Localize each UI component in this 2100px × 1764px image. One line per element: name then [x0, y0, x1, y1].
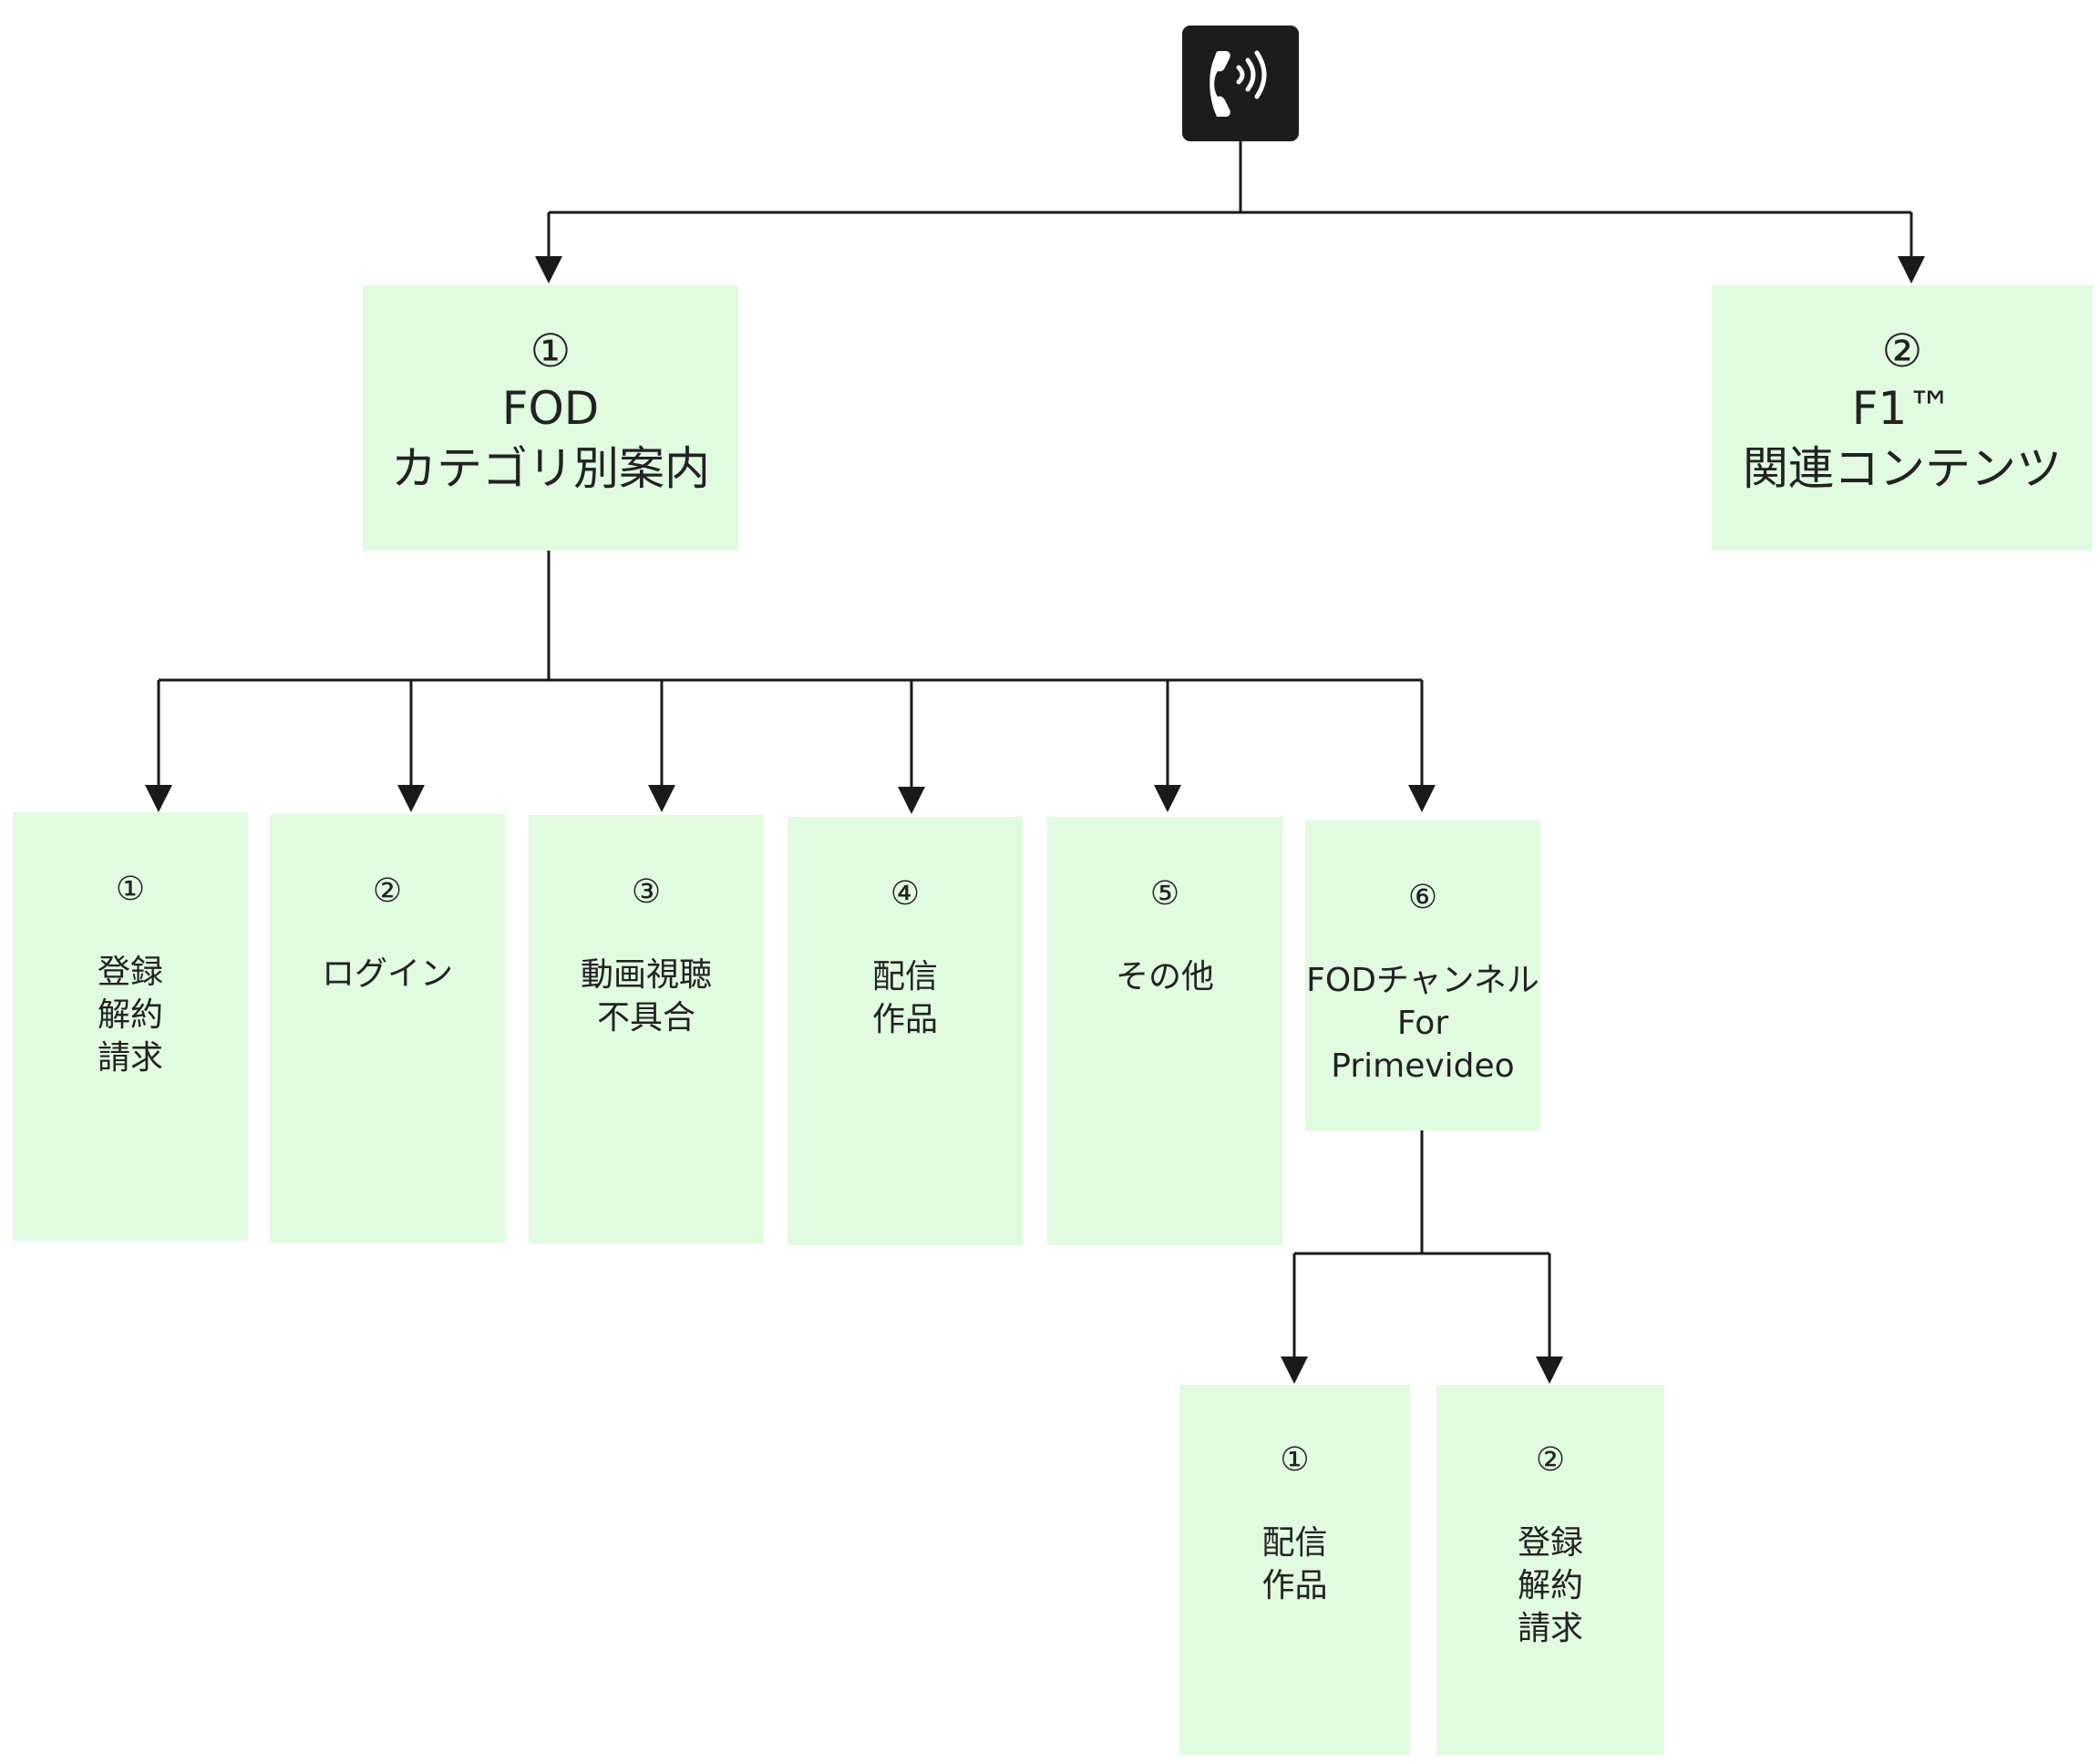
node-number: ① — [530, 325, 571, 377]
node-label: 配信 作品 — [1261, 1524, 1328, 1604]
f1-related-content-box[interactable]: ② F1™ 関連コンテンツ — [1712, 285, 2093, 551]
category-login[interactable]: ② ログイン — [270, 814, 505, 1243]
node-number: ① — [115, 871, 146, 908]
node-number: ② — [1881, 325, 1923, 377]
node-label: 登録 解約 請求 — [1517, 1524, 1583, 1647]
category-video-playback-issue[interactable]: ③ 動画視聴 不具合 — [529, 815, 764, 1243]
sub-streaming-titles[interactable]: ① 配信 作品 — [1179, 1385, 1410, 1755]
node-label: 配信 作品 — [871, 958, 938, 1038]
node-label: FOD カテゴリ別案内 — [391, 382, 710, 495]
category-other[interactable]: ⑤ その他 — [1047, 817, 1282, 1245]
sub-registration-cancel-billing[interactable]: ② 登録 解約 請求 — [1436, 1385, 1664, 1755]
node-number: ① — [1280, 1441, 1310, 1479]
node-label: F1™ 関連コンテンツ — [1743, 382, 2062, 495]
node-label: ログイン — [321, 955, 453, 993]
category-streaming-titles[interactable]: ④ 配信 作品 — [788, 817, 1023, 1245]
node-number: ③ — [631, 873, 662, 911]
node-label: 登録 解約 請求 — [97, 954, 163, 1077]
node-number: ⑥ — [1407, 879, 1438, 916]
fod-category-guide-box[interactable]: ① FOD カテゴリ別案内 — [363, 285, 738, 551]
node-label: FODチャンネル For Primevideo — [1306, 962, 1539, 1085]
node-label: その他 — [1115, 958, 1214, 995]
node-label: 動画視聴 不具合 — [580, 956, 712, 1037]
node-number: ② — [372, 872, 403, 910]
phone-ringing-icon — [1182, 26, 1299, 141]
node-number: ④ — [890, 875, 921, 913]
node-number: ② — [1535, 1441, 1566, 1479]
category-fod-channel-primevideo[interactable]: ⑥ FODチャンネル For Primevideo — [1305, 820, 1540, 1130]
category-registration-cancel-billing[interactable]: ① 登録 解約 請求 — [13, 812, 248, 1241]
node-number: ⑤ — [1149, 875, 1180, 913]
